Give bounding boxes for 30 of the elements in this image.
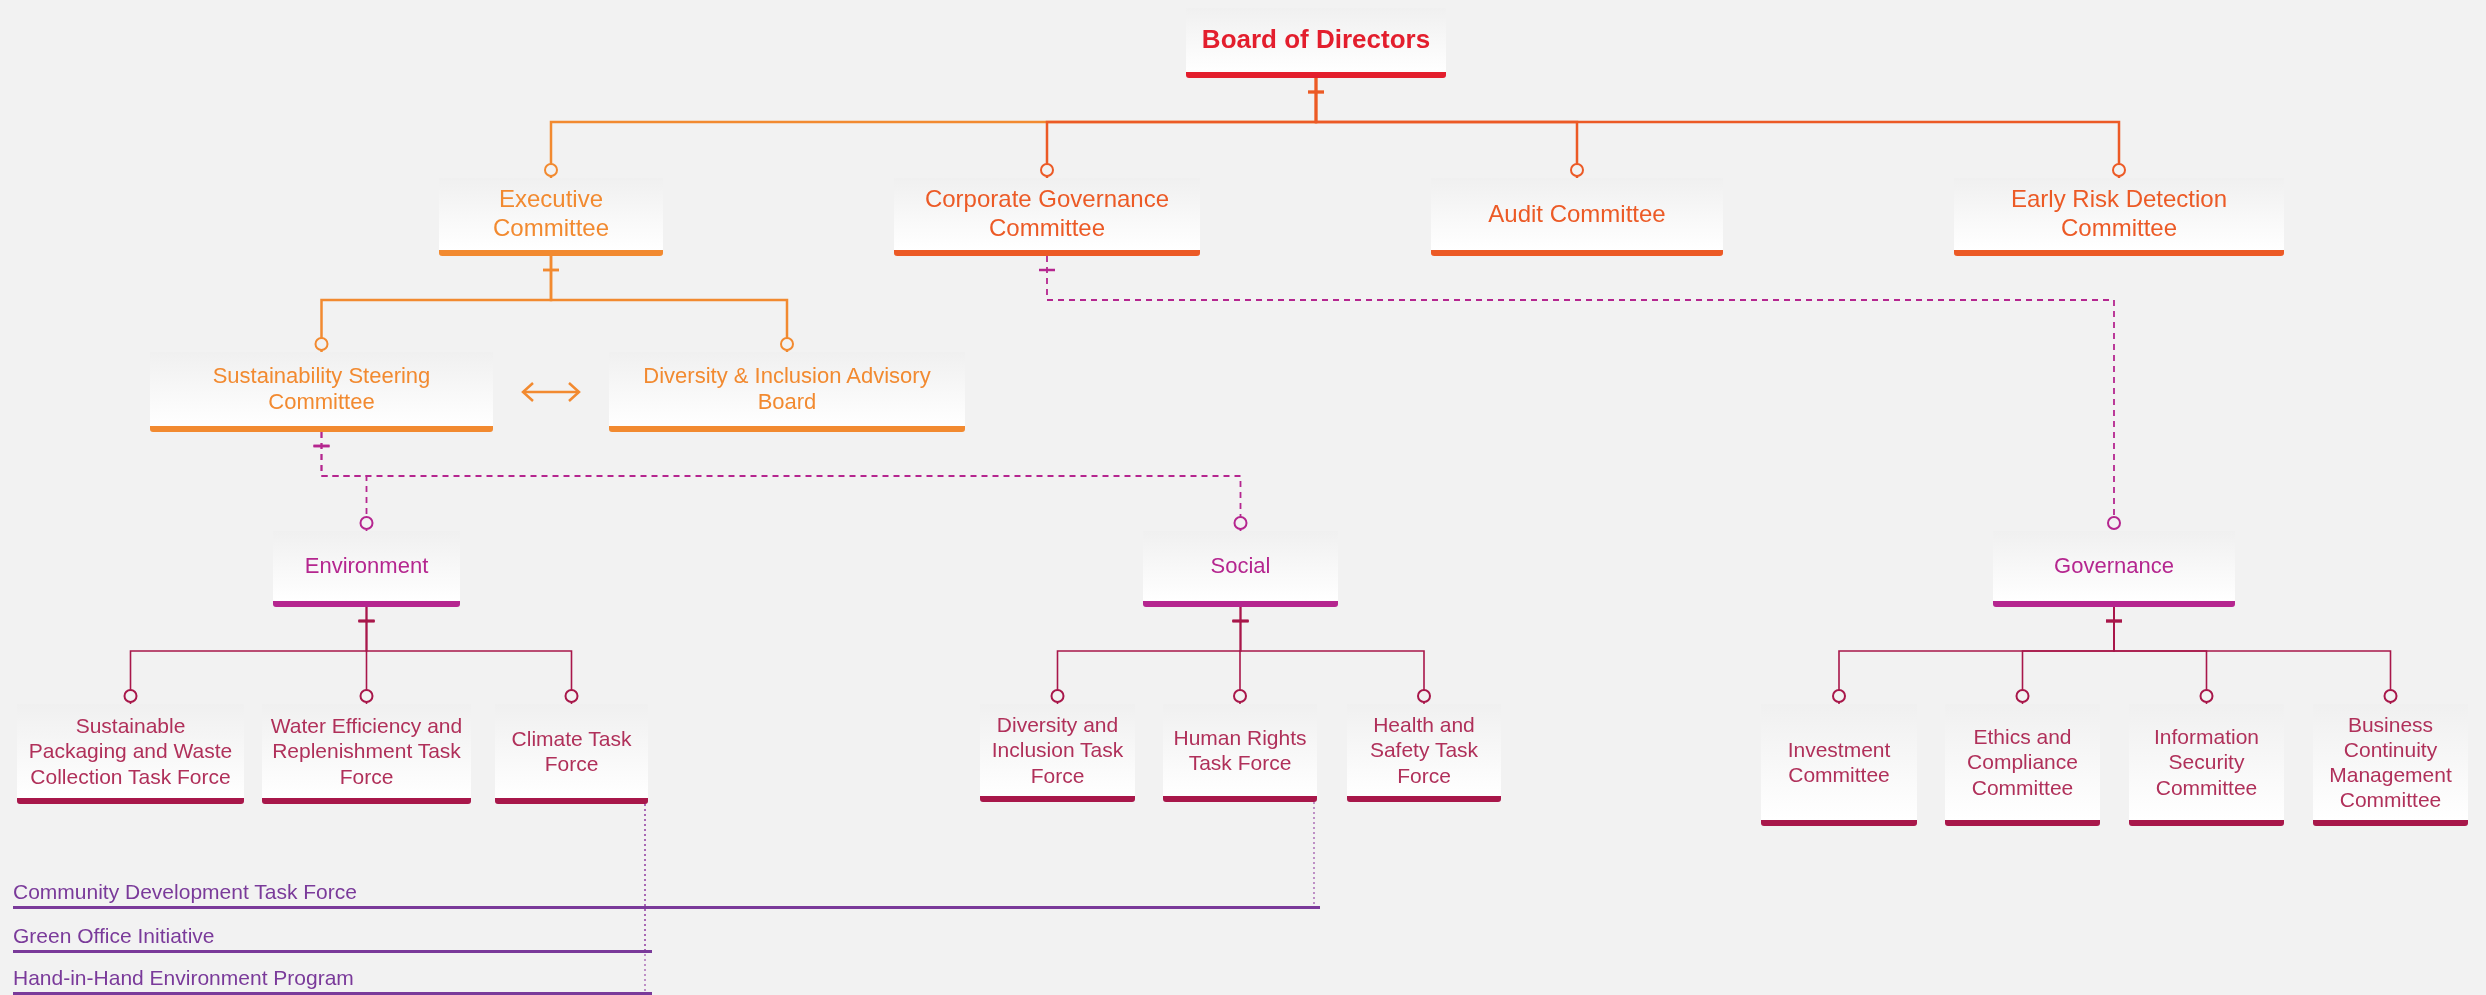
box-label: Hand-in-Hand Environment Program xyxy=(13,964,354,990)
box-label: Climate Task Force xyxy=(510,725,633,777)
box-label: Community Development Task Force xyxy=(13,878,357,904)
box-label: Business Continuity Management Committee xyxy=(2328,711,2453,813)
box-label: Water Efficiency and Replenishment Task Force xyxy=(270,713,463,789)
box-label: Executive Committee xyxy=(492,185,610,243)
box-label: Health and Safety Task Force xyxy=(1368,712,1480,788)
box-label: Environment xyxy=(304,552,429,580)
box-label: Green Office Initiative xyxy=(13,922,215,948)
box-label: Early Risk Detection Committee xyxy=(2009,185,2229,243)
box-label: Board of Directors xyxy=(1201,24,1431,56)
box-label: Human Rights Task Force xyxy=(1172,724,1308,776)
box-label: Audit Committee xyxy=(1488,199,1666,229)
box-label: Information Security Committee xyxy=(2152,724,2261,800)
connector-line xyxy=(1037,255,2121,532)
box-label: Sustainable Packaging and Waste Collection Task Force xyxy=(27,713,234,789)
box-label: Diversity and Inclusion Task Force xyxy=(990,712,1125,788)
box-label: Governance xyxy=(2054,552,2174,580)
box-label: Ethics and Compliance Committee xyxy=(1966,724,2079,800)
double-arrow xyxy=(521,381,581,403)
box-label: Sustainability Steering Committee xyxy=(211,362,432,416)
connector-line xyxy=(357,606,579,705)
box-label: Diversity & Inclusion Advisory Board xyxy=(642,362,932,416)
connector-line xyxy=(1231,606,1431,705)
box-label: Corporate Governance Committee xyxy=(923,185,1171,243)
connector-line xyxy=(312,431,1248,532)
box-label: Social xyxy=(1210,552,1271,580)
box-label: Investment Committee xyxy=(1786,736,1892,788)
connector-line xyxy=(541,256,794,352)
connector-line xyxy=(1306,78,2126,178)
